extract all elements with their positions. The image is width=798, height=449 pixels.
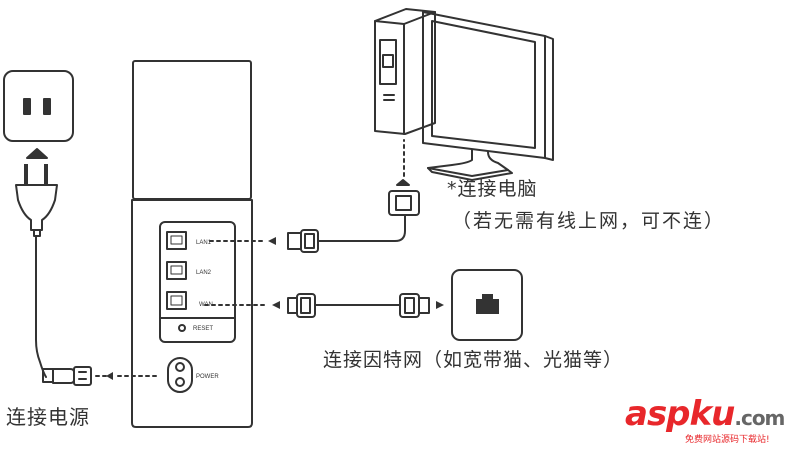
wan-port-label: WAN	[199, 302, 213, 308]
watermark-asp: asp	[625, 394, 691, 434]
connect-pc-label: *连接电脑	[447, 178, 538, 200]
watermark-com: .com	[734, 406, 785, 430]
power-plug-icon	[15, 164, 58, 237]
rj45-plug-wan-icon	[287, 293, 316, 318]
watermark-ku: ku	[689, 394, 736, 434]
connect-pc-note: （若无需有线上网，可不连）	[452, 210, 726, 232]
watermark-subtitle: 免费网站源码下载站!	[685, 435, 770, 445]
reset-label: RESET	[193, 326, 213, 332]
power-port-label: POWER	[196, 374, 219, 380]
power-socket[interactable]	[167, 357, 193, 393]
wall-outlet-icon	[3, 70, 74, 142]
reset-button[interactable]	[178, 324, 186, 332]
lan2-port-label: LAN2	[196, 270, 212, 276]
power-connector-icon	[42, 366, 92, 386]
modem-port-icon	[451, 269, 523, 341]
arrow-up-icon	[26, 148, 48, 159]
watermark-logo: aspku.com 免费网站源码下载站!	[625, 394, 795, 446]
wan-port[interactable]	[166, 291, 187, 310]
router-device	[131, 60, 253, 428]
connect-internet-label: 连接因特网（如宽带猫、光猫等）	[323, 349, 624, 371]
rj45-plug-pc-icon	[388, 179, 420, 216]
rj45-plug-lan-icon	[287, 229, 319, 253]
rj45-plug-modem-icon	[399, 293, 430, 318]
lan2-port[interactable]	[166, 261, 187, 280]
desktop-computer-icon	[374, 8, 554, 181]
lan1-port-label: LAN1	[196, 240, 212, 246]
lan1-port[interactable]	[166, 231, 187, 250]
connect-power-label: 连接电源	[6, 405, 90, 429]
